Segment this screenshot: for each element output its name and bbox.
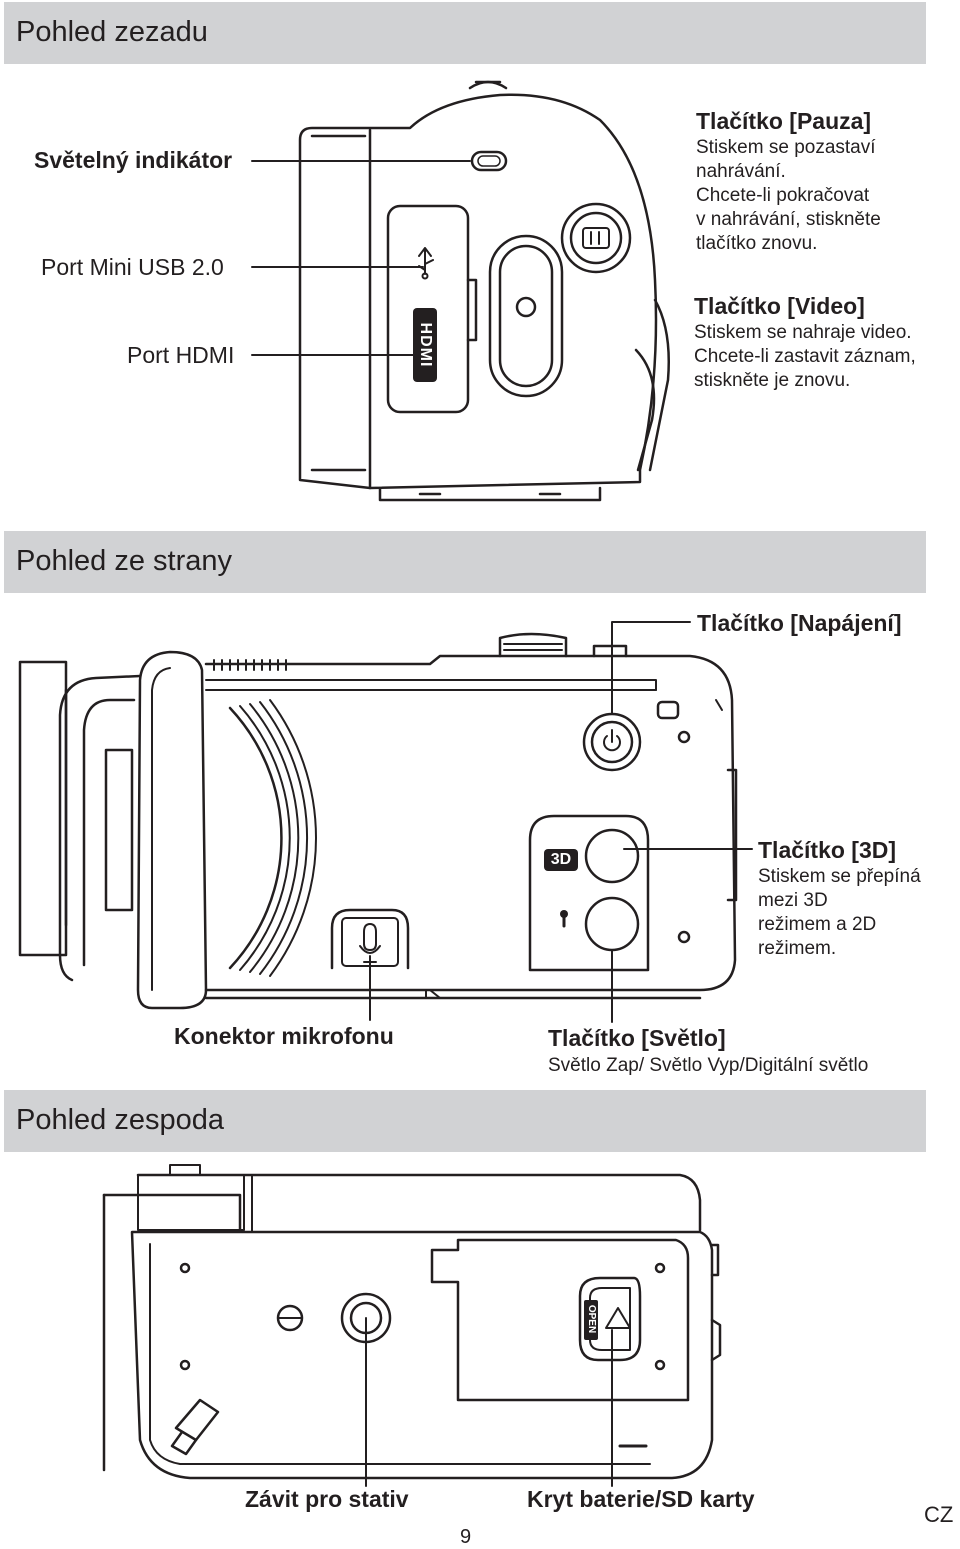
light-indicator-label: Světelný indikátor <box>34 147 233 173</box>
section-title: Pohled ze strany <box>16 545 233 577</box>
hdmi-port-label: Port HDMI <box>127 342 235 368</box>
section-header-rear: Pohled zezadu <box>4 2 926 64</box>
section-title: Pohled zezadu <box>16 16 208 48</box>
section-title: Pohled zespoda <box>16 1104 224 1136</box>
mic-connector-label: Konektor mikrofonu <box>174 1023 394 1049</box>
rear-view-drawing <box>251 80 671 502</box>
3d-logo: 3D <box>550 851 572 868</box>
pause-button-title: Tlačítko [Pauza] <box>696 108 872 134</box>
3d-button-description: Stiskem se přepíná mezi 3D režimem a 2D … <box>758 866 921 959</box>
tripod-label: Závit pro stativ <box>245 1486 409 1512</box>
page-number: 9 <box>460 1526 472 1548</box>
mini-usb-label: Port Mini USB 2.0 <box>41 254 224 280</box>
power-button-title: Tlačítko [Napájení] <box>697 610 902 636</box>
section-header-side: Pohled ze strany <box>4 531 926 593</box>
light-button-description: Světlo Zap/ Světlo Vyp/Digitální světlo <box>548 1055 869 1076</box>
3d-button-title: Tlačítko [3D] <box>758 837 897 863</box>
video-button-title: Tlačítko [Video] <box>694 293 865 319</box>
open-label: OPEN <box>586 1304 597 1334</box>
battery-cover-label: Kryt baterie/SD karty <box>527 1486 755 1512</box>
pause-button-description: Stiskem se pozastaví nahrávání. Chcete-l… <box>696 137 881 254</box>
light-button-title: Tlačítko [Světlo] <box>548 1025 726 1051</box>
video-button-description: Stiskem se nahraje video. Chcete-li zast… <box>694 322 916 391</box>
bottom-view-drawing <box>102 1164 722 1487</box>
section-header-bottom: Pohled zespoda <box>4 1090 926 1152</box>
hdmi-logo: HDMI <box>417 322 434 368</box>
side-view-drawing <box>18 621 753 1023</box>
language-code: CZ <box>924 1502 954 1527</box>
